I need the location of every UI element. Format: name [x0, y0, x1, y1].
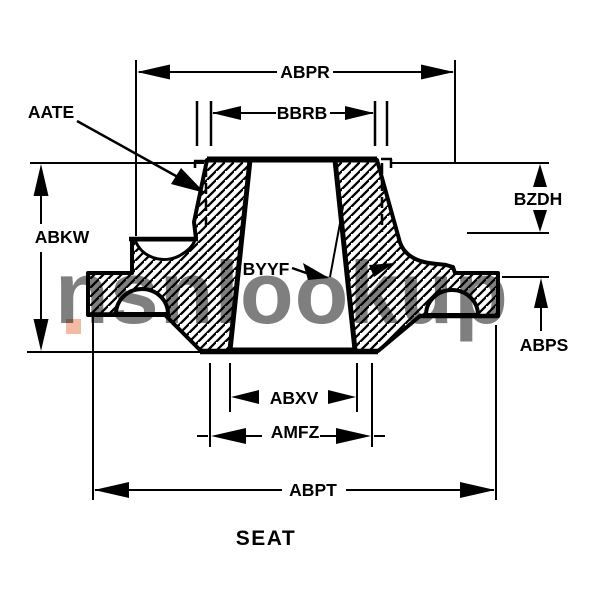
watermark-text: nsnlookup: [55, 243, 509, 342]
arrowhead-icon: [460, 482, 495, 498]
watermark: nsnlookup: [55, 243, 509, 342]
left-flange-cutout: [113, 287, 171, 316]
arrowhead-icon: [231, 390, 259, 404]
arrowhead-icon: [369, 263, 394, 277]
arrowhead-icon: [33, 319, 49, 351]
dimension-bzdh: BZDH: [391, 162, 563, 234]
dimension-abpr: ABPR: [135, 60, 456, 236]
left-groove-pocket: [132, 238, 198, 261]
dimension-abkw: ABKW: [27, 162, 204, 353]
dimension-abxv: ABXV: [229, 363, 358, 412]
label-abxv: ABXV: [270, 388, 319, 408]
arrowhead-icon: [211, 428, 246, 444]
part-title: SEAT: [236, 527, 296, 550]
arrowhead-icon: [534, 278, 548, 308]
right-flange-cutout: [423, 288, 481, 317]
label-bzdh: BZDH: [514, 189, 563, 209]
label-abpt: ABPT: [289, 480, 337, 500]
arrowhead-icon: [328, 390, 356, 404]
watermark-dot: [66, 319, 81, 334]
arrowhead-icon: [336, 428, 371, 444]
dimension-abps: ABPS: [502, 276, 569, 355]
label-bbrb: BBRB: [277, 103, 328, 123]
label-abps: ABPS: [520, 335, 569, 355]
arrowhead-icon: [533, 210, 547, 232]
leader-line: [76, 119, 186, 183]
dimension-amfz: AMFZ: [197, 363, 385, 447]
arrowhead-icon: [533, 164, 547, 187]
dimension-abpt: ABPT: [92, 317, 497, 500]
arrowhead-icon: [137, 64, 170, 80]
seat-cross-section: [86, 156, 500, 355]
label-amfz: AMFZ: [271, 422, 320, 442]
label-byyf: BYYF: [243, 259, 290, 279]
arrowhead-icon: [345, 106, 374, 120]
arrowhead-icon: [171, 168, 205, 193]
arrowhead-icon: [303, 263, 329, 280]
seat-face-line: [329, 206, 344, 278]
label-abpr: ABPR: [280, 62, 330, 82]
arrowhead-icon: [212, 106, 241, 120]
annotation-byyf: BYYF: [243, 259, 394, 280]
label-aate: AATE: [28, 102, 74, 122]
dimension-bbrb: BBRB: [195, 101, 389, 146]
arrowhead-icon: [421, 64, 454, 80]
label-abkw: ABKW: [35, 227, 90, 247]
arrowhead-icon: [33, 164, 49, 196]
annotation-aate: AATE: [28, 102, 205, 193]
arrowhead-icon: [94, 482, 129, 498]
